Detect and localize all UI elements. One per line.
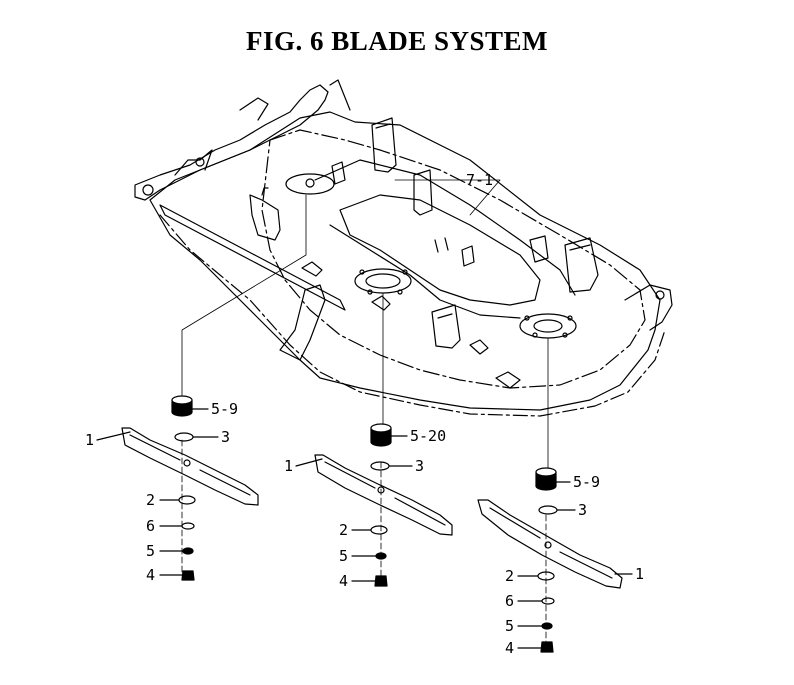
- callout-labels: 7-1 5-9 3 1 2 6 5 4 5-20 3 1 2 5 4 5-9 3…: [85, 171, 644, 657]
- right-spindle-stack: [477, 467, 633, 653]
- callout-right-spacer: 3: [578, 501, 587, 519]
- left-nut: [181, 570, 195, 581]
- left-spindle-stack: [96, 395, 259, 581]
- left-spindle-bearing: [171, 395, 193, 417]
- center-nut: [374, 575, 388, 587]
- callout-center-nut: 4: [339, 572, 348, 590]
- center-spindle-bearing: [370, 423, 392, 447]
- right-spindle-bearing: [535, 467, 557, 491]
- right-spring-washer: [541, 597, 555, 605]
- callout-right-blade: 1: [635, 565, 644, 583]
- callout-left-spring-washer: 6: [146, 517, 155, 535]
- callout-left-washer: 2: [146, 491, 155, 509]
- left-blade: [121, 427, 259, 506]
- assembly-lines: [181, 179, 549, 643]
- callout-right-spindle: 5-9: [573, 473, 600, 491]
- right-spacer: [538, 505, 558, 515]
- callout-center-spacer: 3: [415, 457, 424, 475]
- callout-deck: 7-1: [466, 171, 493, 189]
- center-lock-washer: [375, 552, 387, 560]
- left-washer: [178, 495, 196, 505]
- callout-left-lock-washer: 5: [146, 542, 155, 560]
- callout-center-blade: 1: [284, 457, 293, 475]
- callout-left-spacer: 3: [221, 428, 230, 446]
- left-lock-washer: [182, 547, 194, 555]
- callout-right-nut: 4: [505, 639, 514, 657]
- callout-right-washer: 2: [505, 567, 514, 585]
- left-spacer: [174, 432, 194, 442]
- figure-title: FIG. 6 BLADE SYSTEM: [245, 26, 549, 56]
- right-blade: [477, 499, 623, 589]
- callout-left-spindle: 5-9: [211, 400, 238, 418]
- callout-left-blade: 1: [85, 431, 94, 449]
- left-spring-washer: [181, 522, 195, 530]
- mower-deck: [134, 79, 673, 417]
- center-blade: [314, 454, 453, 536]
- center-washer: [370, 525, 388, 535]
- callout-left-nut: 4: [146, 566, 155, 584]
- center-spacer: [370, 461, 390, 471]
- callout-center-spindle: 5-20: [410, 427, 446, 445]
- callout-center-lock-washer: 5: [339, 547, 348, 565]
- callout-right-lock-washer: 5: [505, 617, 514, 635]
- right-lock-washer: [541, 622, 553, 630]
- callout-center-washer: 2: [339, 521, 348, 539]
- callout-right-spring-washer: 6: [505, 592, 514, 610]
- right-nut: [540, 641, 554, 653]
- center-spindle-stack: [295, 423, 453, 587]
